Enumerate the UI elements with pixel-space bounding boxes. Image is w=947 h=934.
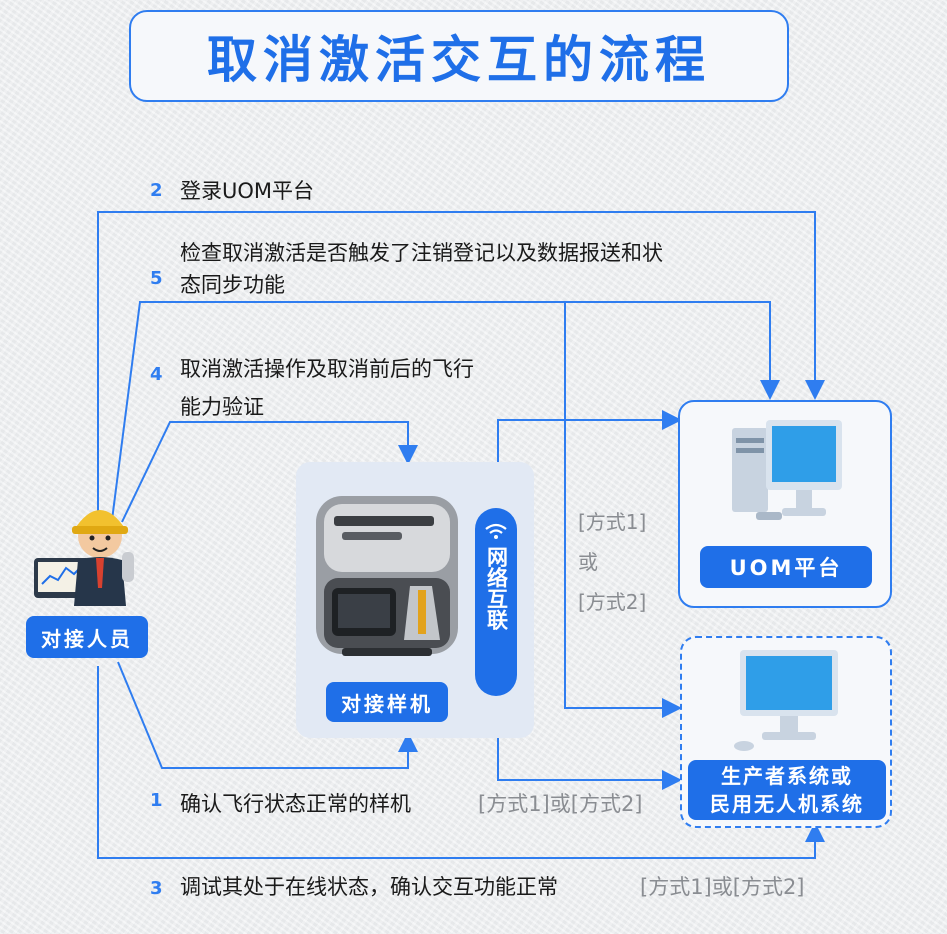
- system-label: 生产者系统或 民用无人机系统: [688, 760, 886, 820]
- step-5-line1: 检查取消激活是否触发了注销登记以及数据报送和状: [180, 241, 663, 265]
- step-1-text: 确认飞行状态正常的样机: [180, 792, 411, 816]
- line-step-5: [111, 301, 780, 521]
- step-3-mode: [方式1]或[方式2]: [640, 875, 805, 899]
- line-step-4: [121, 421, 418, 523]
- desktop-monitor-icon: [726, 644, 848, 756]
- step-2-number: 2: [150, 180, 163, 201]
- title-box: 取消激活交互的流程: [129, 10, 789, 102]
- step-4-number: 4: [150, 364, 163, 385]
- drone-case-image: [312, 490, 462, 662]
- engineer-avatar-icon: [30, 488, 148, 606]
- step-3-text: 调试其处于在线状态，确认交互功能正常: [180, 875, 558, 899]
- mode-or-label: 或: [578, 550, 598, 574]
- line-step-5-system: [564, 302, 682, 718]
- mode-2-label: [方式2]: [578, 590, 647, 614]
- step-4-line2: 能力验证: [180, 395, 264, 419]
- sample-label: 对接样机: [326, 682, 448, 722]
- network-label: 网络互联: [484, 546, 509, 630]
- server-computer-icon: [726, 414, 848, 526]
- line-step-3: [97, 666, 825, 859]
- operator-label: 对接人员: [26, 616, 148, 658]
- step-4-line1: 取消激活操作及取消前后的飞行: [180, 357, 474, 381]
- network-pill: [475, 508, 517, 696]
- line-step-2: [97, 211, 825, 520]
- wifi-icon: [484, 522, 508, 540]
- step-3-number: 3: [150, 878, 163, 899]
- step-1-number: 1: [150, 790, 163, 811]
- line-step-1: [117, 661, 418, 769]
- step-5-number: 5: [150, 268, 163, 289]
- mode-1-label: [方式1]: [578, 510, 647, 534]
- step-1-mode: [方式1]或[方式2]: [478, 792, 643, 816]
- system-label-line2: 民用无人机系统: [710, 792, 864, 816]
- system-label-line1: 生产者系统或: [721, 764, 853, 788]
- step-2-text: 登录UOM平台: [180, 179, 315, 203]
- uom-label: UOM平台: [700, 546, 872, 588]
- step-5-line2: 态同步功能: [180, 273, 285, 297]
- page-title: 取消激活交互的流程: [207, 31, 711, 89]
